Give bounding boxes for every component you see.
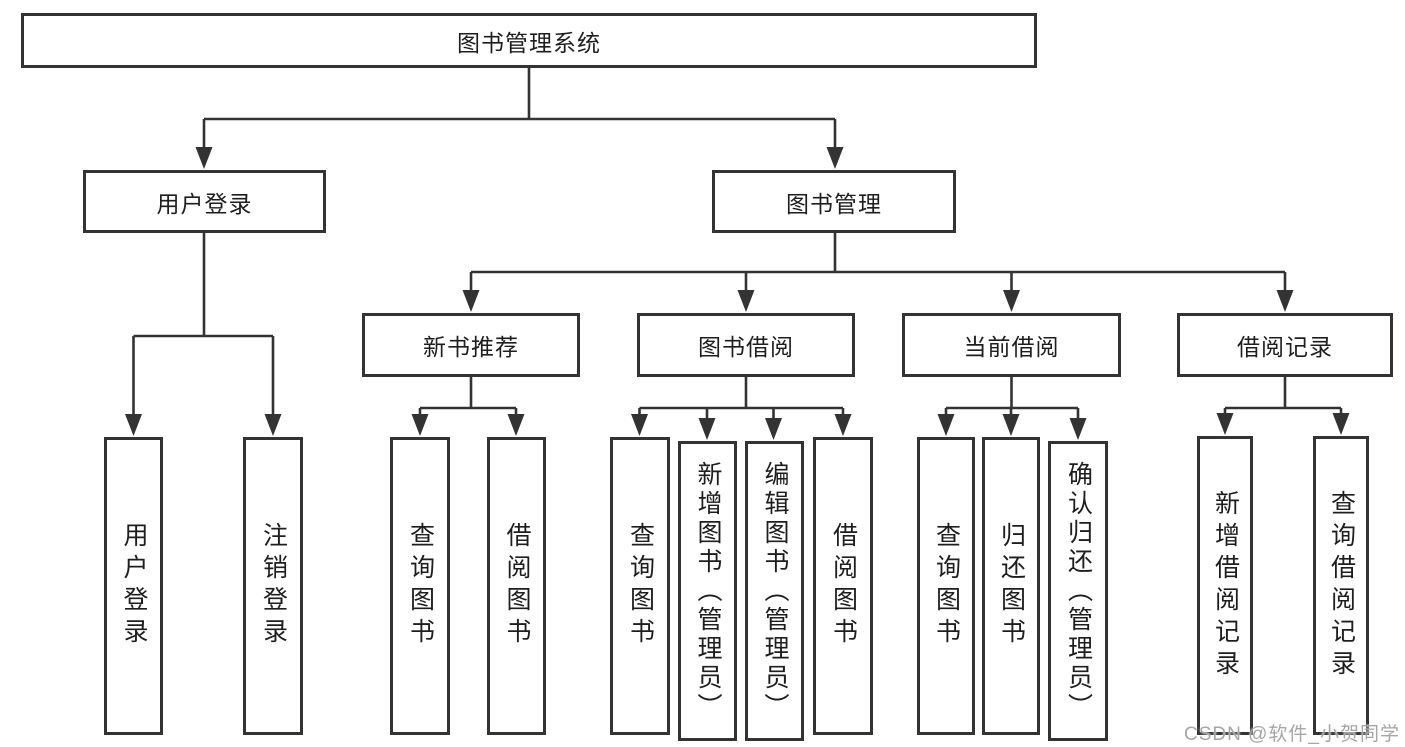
leaf-user-login-label: 用户登录 <box>120 522 148 650</box>
leaf-bb-edit-books-label: 编辑图书（管理员） <box>761 460 789 722</box>
node-user-login-label: 用户登录 <box>156 190 253 217</box>
leaf-logout-label: 注销登录 <box>259 522 288 650</box>
arrowhead <box>462 290 480 312</box>
leaf-bb-add-books: 新增图书（管理员） <box>678 441 737 741</box>
leaf-cb-confirm-return-label: 确认归还（管理员） <box>1064 460 1093 722</box>
connector-user-login <box>132 233 275 417</box>
leaf-cb-return-books: 归还图书 <box>982 437 1040 735</box>
arrowhead <box>1276 290 1294 312</box>
arrowhead <box>1332 413 1350 435</box>
leaf-bb-query-books-label: 查询图书 <box>626 522 655 650</box>
node-root-label: 图书管理系统 <box>457 29 601 56</box>
arrowhead <box>834 414 852 436</box>
arrowhead <box>264 414 282 436</box>
leaf-br-query-record-label: 查询借阅记录 <box>1327 489 1356 682</box>
arrowhead <box>826 147 844 169</box>
arrowhead <box>737 290 755 312</box>
leaf-br-add-record: 新增借阅记录 <box>1197 436 1253 735</box>
node-borrow-records-label: 借阅记录 <box>1237 334 1333 360</box>
arrowhead <box>507 414 525 436</box>
leaf-user-login: 用户登录 <box>104 437 163 735</box>
arrowhead <box>195 147 213 169</box>
node-current-borrow-label: 当前借阅 <box>963 334 1060 360</box>
arrowhead <box>1002 414 1020 436</box>
arrowhead <box>698 418 716 440</box>
node-new-book-rec: 新书推荐 <box>362 313 580 377</box>
connector-current-borrow <box>944 377 1080 421</box>
connector-root <box>202 68 837 151</box>
leaf-bb-query-books: 查询图书 <box>610 437 670 735</box>
leaf-nb-borrow-books: 借阅图书 <box>487 437 546 735</box>
node-borrow-records: 借阅记录 <box>1177 313 1393 377</box>
arrowhead <box>1003 290 1020 312</box>
leaf-nb-query-books: 查询图书 <box>390 437 450 735</box>
leaf-bb-borrow-books: 借阅图书 <box>813 437 873 735</box>
watermark: CSDN @软件_小贺同学 <box>1184 724 1400 745</box>
arrowhead <box>411 414 429 436</box>
leaf-bb-borrow-books-label: 借阅图书 <box>829 522 858 650</box>
connector-new-book <box>418 377 518 417</box>
leaf-bb-add-books-label: 新增图书（管理员） <box>694 460 722 722</box>
leaf-br-add-record-label: 新增借阅记录 <box>1211 489 1240 682</box>
connector-book-mgmt <box>469 233 1287 293</box>
leaf-cb-confirm-return: 确认归还（管理员） <box>1048 441 1108 741</box>
leaf-cb-query-books-label: 查询图书 <box>932 522 961 650</box>
leaf-bb-edit-books: 编辑图书（管理员） <box>745 441 804 741</box>
leaf-logout: 注销登录 <box>243 437 303 735</box>
leaf-br-query-record: 查询借阅记录 <box>1313 436 1369 735</box>
leaf-cb-query-books: 查询图书 <box>917 437 975 735</box>
leaf-nb-query-books-label: 查询图书 <box>406 522 435 650</box>
node-book-borrow-label: 图书借阅 <box>698 334 794 360</box>
connector-book-borrow <box>638 377 845 421</box>
node-current-borrow: 当前借阅 <box>902 313 1121 377</box>
arrowhead <box>937 414 955 436</box>
node-book-borrow: 图书借阅 <box>637 313 855 377</box>
leaf-nb-borrow-books-label: 借阅图书 <box>503 522 531 650</box>
arrowhead <box>125 414 142 436</box>
arrowhead <box>1069 418 1087 440</box>
leaf-cb-return-books-label: 归还图书 <box>997 522 1026 650</box>
arrowhead <box>1216 413 1234 435</box>
node-book-mgmt-label: 图书管理 <box>786 190 882 217</box>
connector-borrow-records <box>1223 377 1343 416</box>
arrowhead <box>631 414 648 436</box>
node-root: 图书管理系统 <box>21 13 1037 68</box>
arrowhead <box>765 418 782 440</box>
node-book-mgmt: 图书管理 <box>712 170 956 233</box>
node-user-login: 用户登录 <box>83 170 326 233</box>
node-new-book-rec-label: 新书推荐 <box>423 334 519 360</box>
